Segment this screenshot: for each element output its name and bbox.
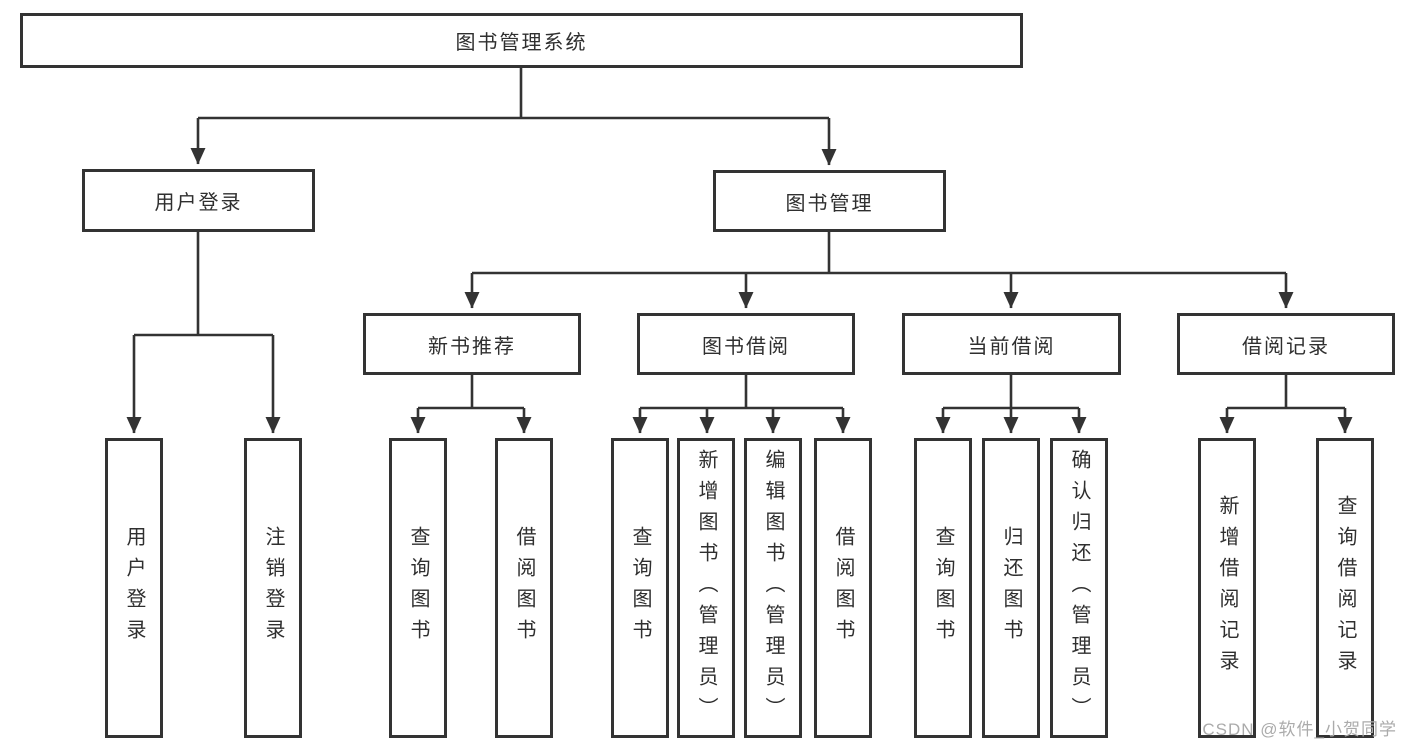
leaf-label: 确认归还（管理员） [1068,448,1090,728]
leaf-borrow-books-recommend: 借阅图书 [495,438,553,738]
node-label: 新书推荐 [428,335,516,358]
node-label: 图书管理系统 [455,32,588,54]
leaf-confirm-return-admin: 确认归还（管理员） [1050,438,1108,738]
node-book-borrow: 图书借阅 [637,313,855,375]
leaf-add-books-admin: 新增图书（管理员） [677,438,735,738]
node-label: 当前借阅 [967,335,1056,358]
leaf-label: 借阅图书 [832,526,854,650]
leaf-add-borrow-record: 新增借阅记录 [1198,438,1256,738]
leaf-query-books-borrow: 查询图书 [611,438,669,738]
node-borrow-records: 借阅记录 [1177,313,1395,375]
leaf-query-borrow-record: 查询借阅记录 [1316,438,1374,738]
leaf-query-books-recommend: 查询图书 [389,438,447,738]
node-label: 图书借阅 [702,335,790,358]
node-label: 图书管理 [785,192,874,215]
leaf-logout: 注销登录 [244,438,302,738]
node-library-management-system: 图书管理系统 [20,13,1023,68]
leaf-edit-books-admin: 编辑图书（管理员） [744,438,802,738]
leaf-borrow-books: 借阅图书 [814,438,872,738]
leaf-label: 查询图书 [932,526,954,650]
csdn-watermark: CSDN @软件_小贺同学 [1202,720,1397,739]
leaf-label: 注销登录 [262,526,284,650]
node-new-book-recommend: 新书推荐 [363,313,581,375]
node-current-borrow: 当前借阅 [902,313,1121,375]
leaf-label: 查询图书 [629,526,651,650]
leaf-label: 用户登录 [123,526,145,650]
leaf-label: 查询借阅记录 [1334,495,1356,681]
leaf-label: 编辑图书（管理员） [762,448,784,728]
leaf-label: 新增借阅记录 [1216,495,1238,681]
leaf-label: 借阅图书 [513,526,535,650]
node-user-login-group: 用户登录 [82,169,315,232]
leaf-user-login: 用户登录 [105,438,163,738]
leaf-label: 新增图书（管理员） [695,448,717,728]
leaf-label: 归还图书 [1000,526,1022,650]
leaf-label: 查询图书 [407,526,429,650]
node-label: 借阅记录 [1242,335,1330,358]
node-book-management: 图书管理 [713,170,946,232]
leaf-query-books-current: 查询图书 [914,438,972,738]
node-label: 用户登录 [154,192,243,214]
leaf-return-books: 归还图书 [982,438,1040,738]
